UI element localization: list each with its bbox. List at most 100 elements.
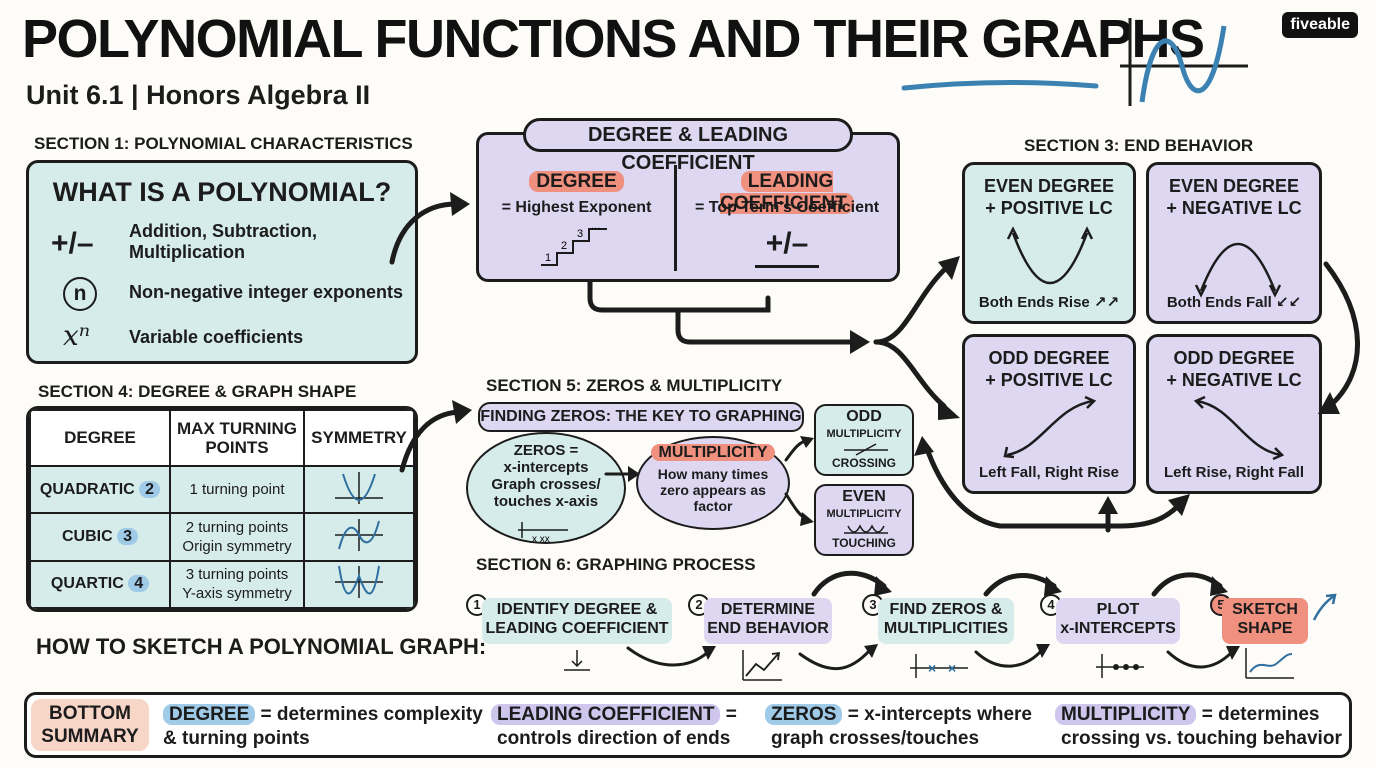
case-caption: Both Ends Fall ↙↙ (1166, 294, 1302, 311)
stair-2: 2 (561, 240, 567, 252)
zero-marks: x xx (532, 534, 550, 544)
sketch-arrow-icon (1312, 593, 1337, 621)
degree-definition: = Highest Exponent (501, 199, 652, 216)
summary-lc: LEADING COEFFICIENT = controls direction… (491, 703, 737, 751)
svg-text:×: × (948, 660, 956, 676)
degree-shape-table: DEGREE MAX TURNING POINTS SYMMETRY QUADR… (26, 406, 418, 612)
summary-term: MULTIPLICITY (1055, 704, 1197, 725)
section6-heading: SECTION 6: GRAPHING PROCESS (476, 555, 756, 574)
quartic-graph-icon (335, 566, 383, 599)
quadratic-graph-icon (335, 471, 383, 504)
lc-definition: = Top Term's Coefficient (694, 199, 880, 216)
crossing-icon (844, 443, 888, 456)
page-subtitle: Unit 6.1 | Honors Algebra II (26, 80, 371, 110)
zeros-text: ZEROS = x-intercepts Graph crosses/ touc… (491, 442, 601, 510)
x-power-n-icon: xⁿ (63, 319, 91, 352)
zeros-bubble: ZEROS = x-intercepts Graph crosses/ touc… (466, 432, 626, 544)
section3-heading: SECTION 3: END BEHAVIOR (1024, 136, 1254, 155)
cubic-rise-icon (1003, 395, 1097, 459)
case-title: ODD DEGREE + NEGATIVE LC (1166, 348, 1302, 390)
case-title: EVEN DEGREE + POSITIVE LC (983, 176, 1115, 218)
step-5: SKETCH SHAPE (1222, 598, 1308, 644)
coefficients-text: Variable coefficients (129, 327, 304, 347)
end-behavior-even-negative: EVEN DEGREE + NEGATIVE LC Both Ends Fall… (1146, 162, 1322, 324)
finding-zeros-banner: FINDING ZEROS: THE KEY TO GRAPHING (478, 402, 804, 432)
summary-term: LEADING COEFFICIENT (491, 704, 721, 725)
end-behavior-odd-positive: ODD DEGREE + POSITIVE LC Left Fall, Righ… (962, 334, 1136, 494)
lc-sign-icon: +/– (765, 227, 809, 260)
section1-heading: SECTION 1: POLYNOMIAL CHARACTERISTICS (34, 134, 413, 153)
section4-heading: SECTION 4: DEGREE & GRAPH SHAPE (38, 382, 357, 401)
even-multiplicity-card: EVEN MULTIPLICITY TOUCHING (814, 484, 914, 556)
end-behavior-even-positive: EVEN DEGREE + POSITIVE LC Both Ends Rise… (962, 162, 1136, 324)
table-row: QUADRATIC 2 1 turning point (29, 464, 415, 515)
case-title: EVEN DEGREE + NEGATIVE LC (1166, 176, 1302, 218)
exponents-text: Non-negative integer exponents (129, 282, 404, 302)
even-caption: TOUCHING (832, 536, 896, 550)
step-2: DETERMINE END BEHAVIOR (704, 598, 832, 644)
step3-mini-icon: ×× (910, 654, 968, 678)
n-circle-icon: n (63, 277, 97, 311)
polynomial-card-title: WHAT IS A POLYNOMIAL? (52, 177, 392, 207)
stair-3: 3 (577, 228, 583, 240)
odd-title: ODD (846, 408, 882, 425)
title-underline (901, 79, 1099, 91)
cubic-fall-icon (1193, 395, 1285, 461)
degree-lc-title: DEGREE & LEADING COEFFICIENT (523, 118, 853, 174)
degree-number: 2 (139, 480, 161, 498)
table-row: CUBIC 3 2 turning points Origin symmetry (29, 512, 415, 562)
step-1: IDENTIFY DEGREE & LEADING COEFFICIENT (482, 598, 672, 644)
title-wave-icon (1120, 18, 1248, 106)
summary-degree: DEGREE = determines complexity & turning… (163, 704, 483, 749)
touching-icon (844, 524, 888, 534)
sketch-lead-text: HOW TO SKETCH A POLYNOMIAL GRAPH: (36, 634, 487, 659)
even-sub: MULTIPLICITY (826, 508, 902, 520)
step2-mini-icon (742, 650, 782, 681)
odd-multiplicity-card: ODD MULTIPLICITY CROSSING (814, 404, 914, 476)
multiplicity-label: MULTIPLICITY (651, 444, 775, 461)
plus-minus-icon: +/– (51, 227, 94, 260)
page-title: POLYNOMIAL FUNCTIONS AND THEIR GRAPHS (22, 9, 1205, 69)
degree-name: QUADRATIC (39, 480, 135, 498)
case-title: ODD DEGREE + POSITIVE LC (985, 348, 1113, 390)
parabola-down-icon (1194, 243, 1282, 298)
fiveable-logo: fiveable (1282, 12, 1358, 38)
svg-text:×: × (928, 660, 936, 676)
step-4: PLOT x-INTERCEPTS (1056, 598, 1180, 644)
stair-1: 1 (545, 252, 551, 264)
operations-text: Addition, Subtraction, Multiplication (129, 221, 317, 262)
summary-zeros: ZEROS = x-intercepts where graph crosses… (765, 703, 1032, 751)
stairs-icon: 1 2 3 ... (541, 221, 607, 266)
odd-caption: CROSSING (831, 456, 896, 470)
summary-term: DEGREE (163, 704, 256, 725)
even-title: EVEN (842, 488, 886, 505)
degree-name: CUBIC (61, 527, 113, 545)
bottom-summary-bar: BOTTOM SUMMARY DEGREE = determines compl… (24, 692, 1352, 758)
card-divider (674, 165, 677, 271)
step-3: FIND ZEROS & MULTIPLICITIES (878, 598, 1014, 644)
table-row: QUARTIC 4 3 turning points Y-axis symmet… (29, 559, 415, 609)
multiplicity-text: How many times zero appears as factor (657, 466, 769, 514)
col-turning: MAX TURNING POINTS (169, 409, 305, 467)
case-caption: Left Rise, Right Fall (1163, 464, 1304, 481)
case-caption: Both Ends Rise ↗↗ (978, 294, 1120, 311)
col-symmetry: SYMMETRY (303, 409, 415, 467)
summary-term: ZEROS (765, 704, 843, 725)
turning-cell: 1 turning point (169, 464, 305, 515)
section5-heading: SECTION 5: ZEROS & MULTIPLICITY (486, 376, 783, 395)
step1-mini-icon (564, 650, 590, 671)
summary-multiplicity: MULTIPLICITY = determines crossing vs. t… (1055, 703, 1342, 751)
end-behavior-odd-negative: ODD DEGREE + NEGATIVE LC Left Rise, Righ… (1146, 334, 1322, 494)
degree-lc-card: DEGREE & LEADING COEFFICIENT DEGREE = Hi… (476, 118, 900, 282)
degree-label: DEGREE (529, 171, 624, 192)
turning-cell: 3 turning points Y-axis symmetry (169, 559, 305, 609)
multiplicity-bubble: MULTIPLICITY How many times zero appears… (636, 436, 790, 530)
cubic-graph-icon (335, 518, 383, 551)
summary-label: BOTTOM SUMMARY (31, 699, 149, 751)
step5-mini-icon (1245, 648, 1294, 679)
step4-mini-icon (1096, 654, 1144, 678)
odd-sub: MULTIPLICITY (826, 428, 902, 440)
lc-label: LEADING COEFFICIENT (720, 171, 854, 214)
turning-cell: 2 turning points Origin symmetry (169, 512, 305, 562)
degree-number: 3 (117, 527, 139, 545)
